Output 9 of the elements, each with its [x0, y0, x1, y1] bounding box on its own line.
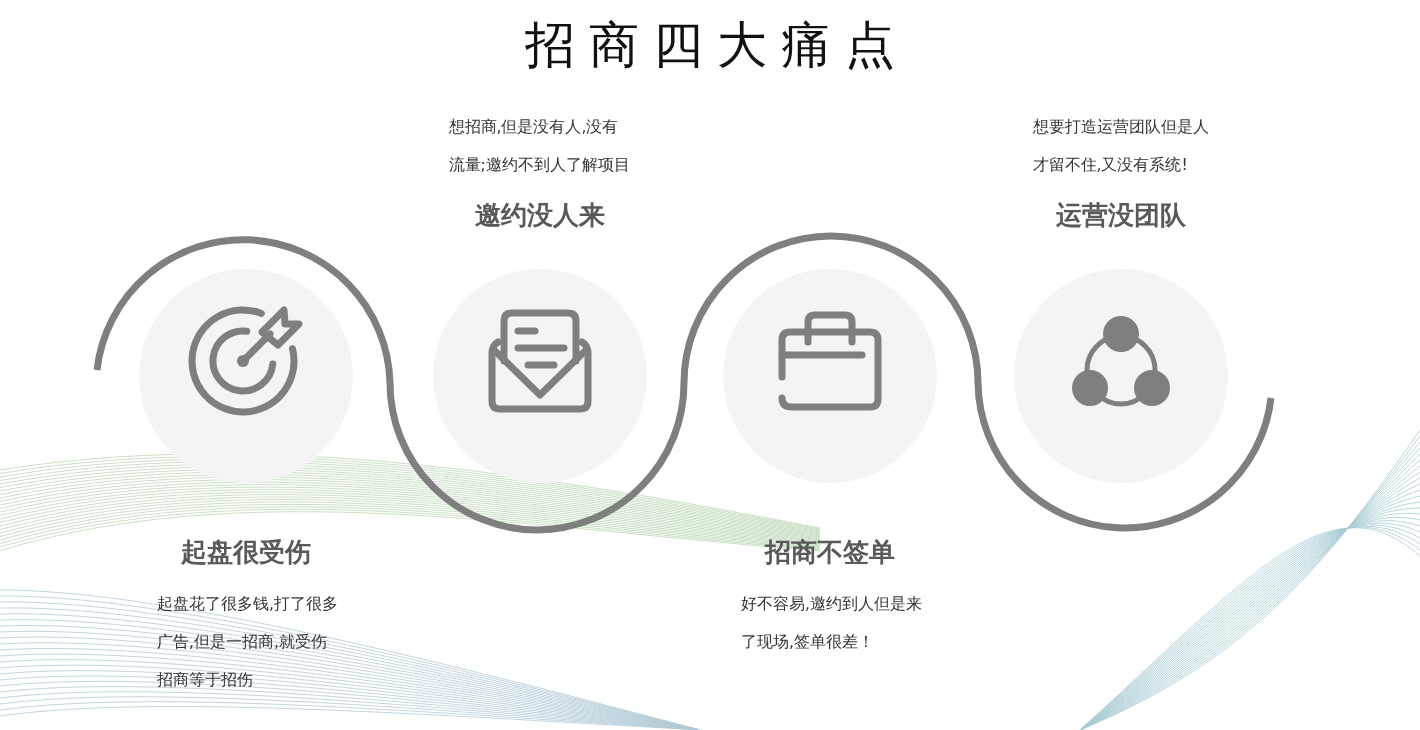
description-text: 起盘花了很多钱,打了很多广告,但是一招商,就受伤招商等于招伤: [157, 594, 339, 691]
pain-point-heading: 招商不签单: [765, 536, 895, 569]
description-text: 好不容易,邀约到人但是来了现场,签单很差！: [741, 594, 923, 653]
pain-point-heading: 起盘很受伤: [181, 536, 311, 569]
description-text: 想招商,但是没有人,没有流量;邀约不到人了解项目: [448, 117, 631, 176]
title: 招商四大痛点: [525, 15, 909, 76]
pain-point-heading: 邀约没人来: [475, 199, 605, 232]
description-text: 想要打造运营团队但是人才留不住,又没有系统!: [1032, 117, 1210, 176]
pain-point-heading: 运营没团队: [1056, 199, 1186, 232]
